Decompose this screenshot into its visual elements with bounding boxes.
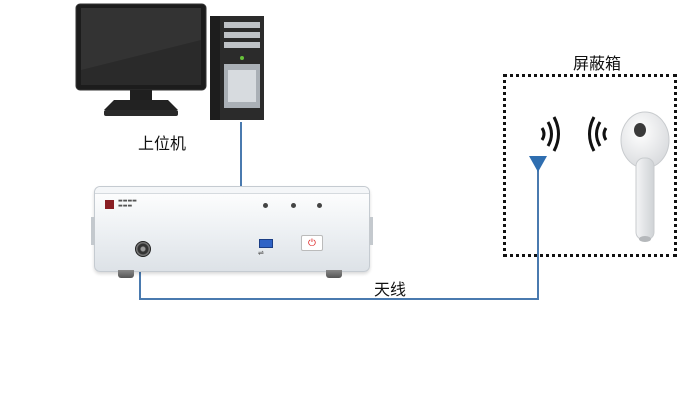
wireless-signal-icon [540,116,560,152]
wireless-signal-icon-2 [588,116,608,152]
status-led-3 [317,203,322,208]
pc-label: 上位机 [138,134,187,153]
instrument-handle-right [369,217,373,245]
shield-box-label: 屏蔽箱 [573,54,622,73]
test-instrument: ▬▬▬▬▬▬▬ ⇌ ⏻ [91,186,373,272]
status-led-2 [291,203,296,208]
usb-port [259,239,273,248]
power-button: ⏻ [301,235,323,251]
instrument-handle-left [91,217,95,245]
antenna-icon [529,156,547,172]
rf-connector [135,241,151,257]
status-led-1 [263,203,268,208]
instrument-foot-left [118,270,134,278]
shield-box [503,74,677,257]
earbud-icon [620,111,670,242]
instrument-top [95,187,369,194]
usb-icon: ⇌ [258,249,264,257]
instrument-logo: ▬▬▬▬▬▬▬ [105,199,137,209]
computer-icon [75,3,264,120]
instrument-foot-right [326,270,342,278]
antenna-label: 天线 [374,280,407,299]
